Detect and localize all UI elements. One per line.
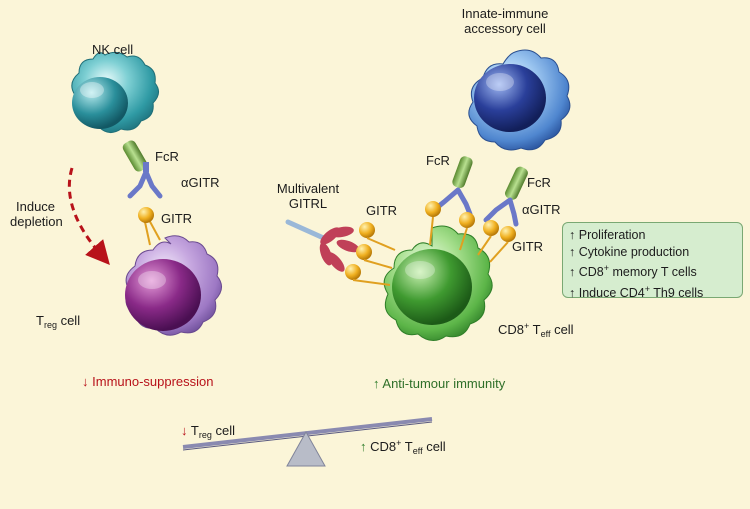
cd8-teff-cell-word: cell (550, 322, 574, 337)
balance-treg-sub: reg (198, 430, 212, 440)
treg-sub: reg (43, 320, 57, 330)
induce-label: Induce (16, 199, 56, 214)
gitr-right1-label: GITR (366, 203, 398, 218)
multivalent-gitrl-label: Multivalent GITRL (268, 181, 348, 212)
balance-cd8-label: ↑ CD8+ Teff cell (360, 438, 446, 456)
cd8-teff-prefix: CD8 (498, 322, 525, 337)
effect-text: Cytokine production (578, 244, 690, 259)
effect-row: ↑ Proliferation (569, 227, 736, 244)
immuno-suppression-label: ↓ Immuno-suppression (82, 374, 214, 390)
agitr-right-label: αGITR (522, 202, 561, 217)
balance-up-arrow-icon: ↑ (360, 439, 367, 454)
effect-row: ↑ Cytokine production (569, 244, 736, 261)
balance-treg-label: ↓ Treg cell (181, 423, 235, 440)
anti-tumour-label: ↑ Anti-tumour immunity (373, 376, 506, 392)
nk-cell (71, 51, 159, 133)
gitr-right2-label: GITR (512, 239, 544, 254)
cd8-teff-sup: + (524, 321, 530, 331)
effect-sup: + (644, 283, 651, 294)
up-arrow-icon: ↑ (373, 376, 380, 391)
down-arrow-icon: ↓ (82, 374, 89, 389)
effects-box: ↑ Proliferation ↑ Cytokine production ↑ … (562, 222, 743, 300)
cd8-teff-cell (383, 225, 493, 341)
immuno-suppression-text: Immuno-suppression (92, 374, 214, 389)
balance-down-arrow-icon: ↓ (181, 423, 188, 438)
induce-depletion-label: Induce depletion (10, 199, 63, 230)
cd8-teff-t: T (529, 322, 541, 337)
effect-arrow-icon: ↑ (569, 285, 576, 300)
gitr-left-label: GITR (161, 211, 193, 226)
treg-cell-label: Treg cell (36, 313, 81, 330)
nk-cell-label: NK cell (92, 42, 134, 57)
balance-cd8: CD8 (370, 439, 397, 454)
effect-row: ↑ Induce CD4+ Th9 cells (569, 281, 736, 302)
effect-arrow-icon: ↑ (569, 265, 576, 279)
effect-arrow-icon: ↑ (569, 228, 576, 242)
effect-rest: Th9 cells (650, 285, 704, 300)
depletion-arrow (67, 167, 110, 266)
effect-text: CD8 (578, 265, 604, 279)
effect-sup: + (603, 263, 610, 273)
balance-t: T (401, 439, 413, 454)
fcr-right1-label: FcR (426, 153, 450, 168)
treg-cell (125, 235, 222, 336)
depletion-label: depletion (10, 213, 63, 229)
cd8-teff-label: CD8+ Teff cell (498, 321, 574, 339)
innate-cell-label-line2: accessory cell (464, 20, 546, 36)
innate-cell-label-line1: Innate-immune (461, 6, 549, 21)
agitr-left-label: αGITR (181, 175, 220, 190)
effect-arrow-icon: ↑ (569, 244, 576, 259)
fcr-right2-label: FcR (527, 175, 551, 190)
balance-teff-sub: eff (412, 446, 423, 456)
fcr-left-label: FcR (155, 149, 179, 164)
left-antibody-complex (122, 140, 163, 246)
treg-t: T (36, 313, 44, 328)
multivalent-label: Multivalent (276, 181, 340, 196)
balance-scale (182, 417, 433, 467)
innate-cell-label: Innate-immune accessory cell (445, 6, 565, 37)
effect-text: Induce CD4 (578, 285, 645, 300)
balance-treg-cell-word: cell (211, 423, 235, 438)
anti-tumour-text: Anti-tumour immunity (382, 376, 506, 391)
right-antibody-complex (425, 156, 528, 263)
multivalent-gitrl (285, 219, 396, 286)
cd8-teff-sub: eff (540, 329, 551, 339)
innate-immune-accessory-cell (468, 49, 571, 151)
balance-cell-word: cell (422, 439, 446, 454)
treg-cell-word: cell (56, 313, 81, 328)
effect-text: Proliferation (578, 228, 646, 242)
effect-rest: memory T cells (609, 265, 697, 279)
effect-row: ↑ CD8+ memory T cells (569, 260, 736, 281)
gitrl-label: GITRL (288, 195, 328, 211)
balance-treg-t: T (190, 423, 199, 438)
balance-cd8-sup: + (396, 438, 402, 448)
